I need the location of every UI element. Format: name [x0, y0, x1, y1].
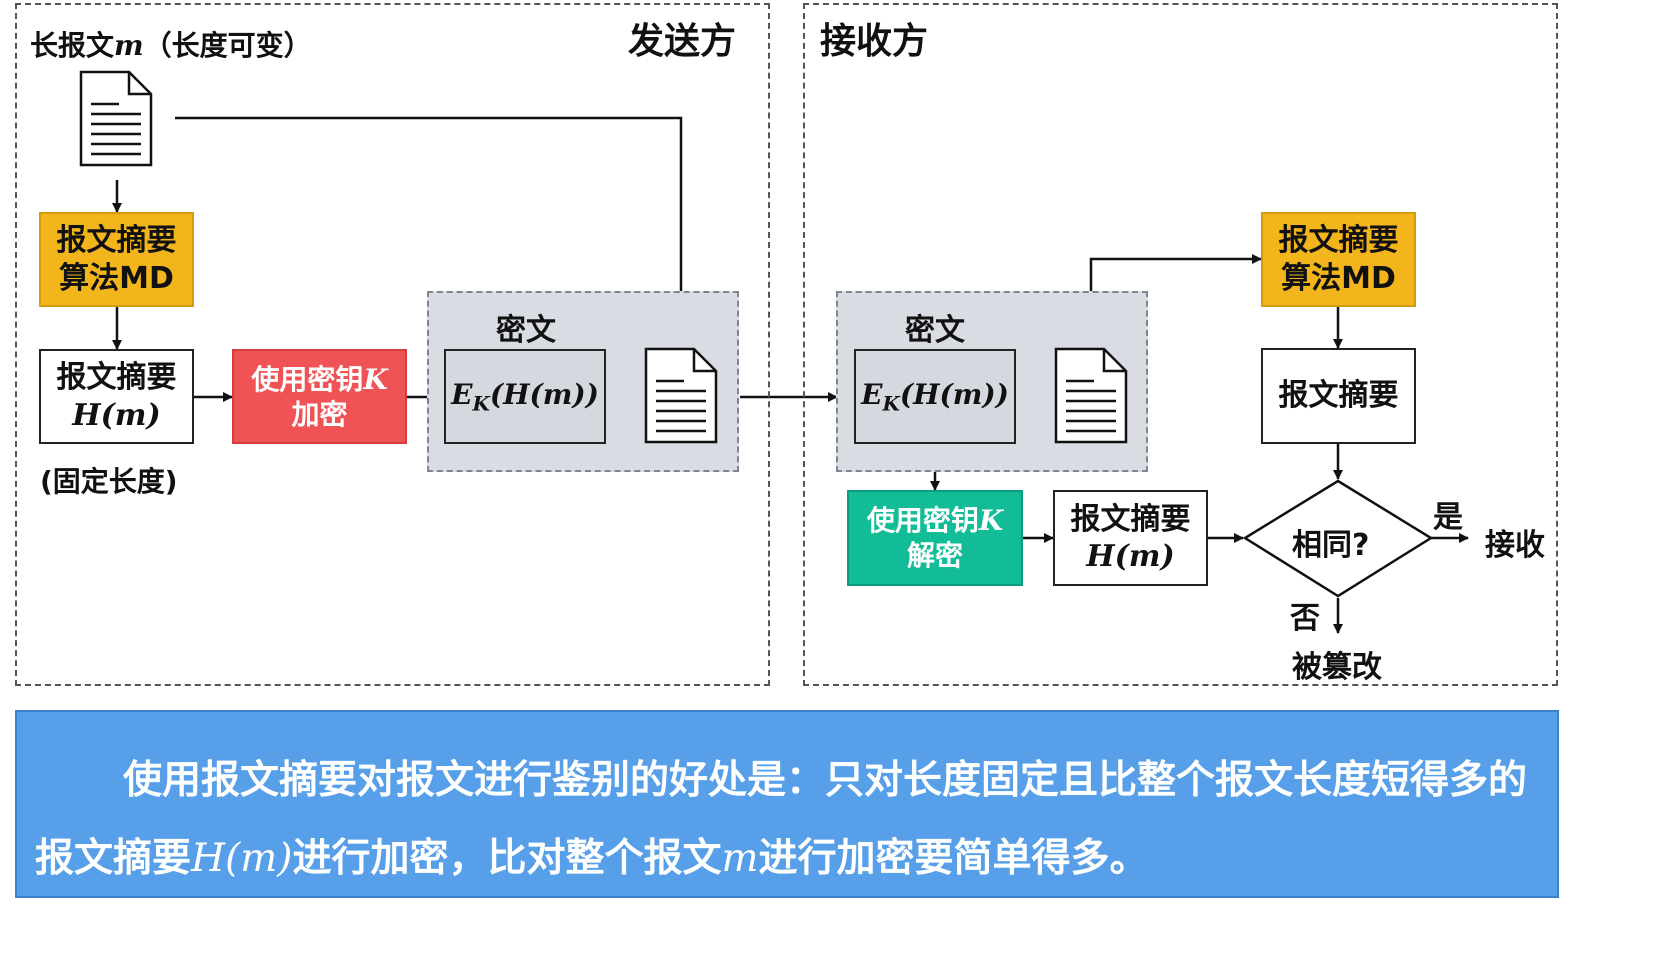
summary-banner: 使用报文摘要对报文进行鉴别的好处是：只对长度固定且比整个报文长度短得多的报文摘要… — [15, 710, 1559, 898]
receiver-bundle-document-icon — [1054, 347, 1128, 444]
sender-region — [15, 3, 770, 686]
fixed-length-note: (固定长度) — [40, 465, 178, 498]
long-message-label: 长报文m（长度可变） — [30, 24, 312, 64]
sender-title: 发送方 — [628, 21, 737, 62]
encrypt-line1-wrap: 使用密钥K — [251, 362, 387, 397]
encrypt-key: K — [363, 362, 388, 396]
decrypt-line2: 解密 — [906, 539, 963, 572]
receiver-title: 接收方 — [820, 21, 929, 62]
decrypt-line1: 使用密钥 — [866, 504, 979, 537]
receiver-region — [803, 3, 1558, 686]
receiver-cipher-title: 密文 — [905, 313, 965, 348]
compare-diamond — [1242, 479, 1434, 598]
long-message-var: m — [114, 29, 144, 62]
summary-part3: 进行加密要简单得多。 — [758, 836, 1149, 881]
yes-label: 是 — [1433, 500, 1463, 535]
receiver-computed-digest: 报文摘要 — [1261, 348, 1416, 444]
sender-bundle-document-icon — [644, 347, 718, 444]
encrypt-box: 使用密钥K 加密 — [232, 349, 407, 444]
sender-cipher-math: EK(H(m)) — [451, 377, 599, 416]
sender-digest-line1: 报文摘要 — [56, 360, 177, 395]
sender-digest: 报文摘要 H(m) — [39, 349, 194, 444]
sender-md-algorithm: 报文摘要 算法MD — [39, 212, 194, 307]
summary-part2: 进行加密，比对整个报文 — [292, 836, 722, 881]
sender-cipher-title: 密文 — [496, 313, 556, 348]
decrypt-key: K — [978, 504, 1004, 537]
encrypt-line1: 使用密钥 — [251, 362, 364, 396]
long-message-suffix: （长度可变） — [143, 29, 312, 62]
decrypt-box: 使用密钥K 解密 — [847, 490, 1023, 586]
compare-label: 相同? — [1292, 528, 1370, 563]
receiver-decrypted-digest: 报文摘要 H(m) — [1053, 490, 1208, 586]
receiver-digest-math: H(m) — [1086, 539, 1175, 574]
message-document-icon — [79, 70, 153, 167]
sender-digest-math: H(m) — [72, 397, 161, 433]
summary-math1: H(m) — [191, 836, 293, 881]
summary-part1: 使用报文摘要对报文进行鉴别的好处是：只对长度固定且比整个报文长度短得多的报文摘要 — [35, 758, 1528, 881]
tampered-label: 被篡改 — [1292, 650, 1382, 685]
sender-md-line1: 报文摘要 — [56, 223, 177, 258]
summary-math2: m — [721, 836, 759, 881]
summary-text: 使用报文摘要对报文进行鉴别的好处是：只对长度固定且比整个报文长度短得多的报文摘要… — [35, 742, 1539, 898]
sender-cipher-text: EK(H(m)) — [444, 349, 606, 444]
receiver-md-algorithm: 报文摘要 算法MD — [1261, 212, 1416, 307]
decrypt-line1-wrap: 使用密钥K — [867, 503, 1003, 538]
receiver-cipher-math: EK(H(m)) — [861, 377, 1009, 416]
sender-md-line2: 算法MD — [59, 260, 174, 296]
accept-label: 接收 — [1485, 528, 1545, 563]
encrypt-line2: 加密 — [291, 397, 348, 431]
receiver-digestbox-label: 报文摘要 — [1278, 378, 1399, 414]
arrow-message-to-bundle — [175, 116, 686, 339]
receiver-md-line1: 报文摘要 — [1278, 223, 1399, 258]
long-message-prefix: 长报文 — [30, 29, 115, 62]
receiver-cipher-text: EK(H(m)) — [854, 349, 1016, 444]
no-label: 否 — [1290, 601, 1320, 636]
receiver-digest-line1: 报文摘要 — [1070, 501, 1191, 537]
receiver-md-line2: 算法MD — [1281, 260, 1396, 296]
